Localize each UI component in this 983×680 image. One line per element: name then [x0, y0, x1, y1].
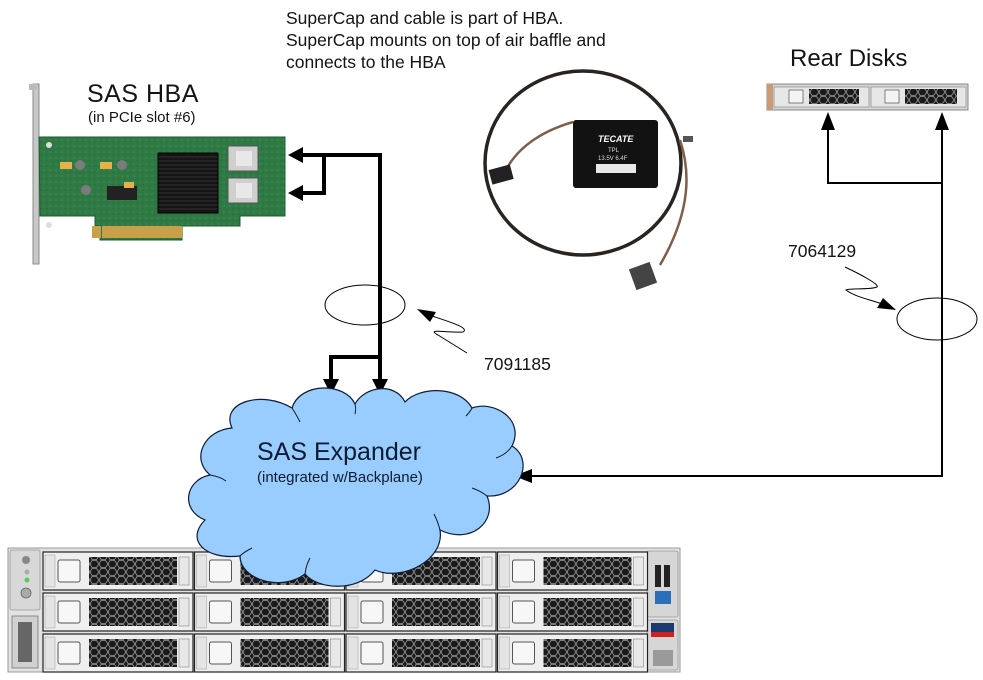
expander-title: SAS Expander — [257, 438, 421, 466]
hba-subtitle: (in PCIe slot #6) — [88, 109, 196, 126]
hba-title: SAS HBA — [87, 80, 199, 108]
arrow-to-rear-disk-1 — [821, 112, 835, 130]
drive-bay — [42, 633, 194, 673]
supercap-note-line-1: SuperCap and cable is part of HBA. — [286, 8, 564, 28]
cable-7064129-lines — [530, 122, 943, 477]
supercap-note-line-2: SuperCap mounts on top of air baffle and — [286, 30, 606, 50]
arrow-to-rear-disk-2 — [935, 112, 949, 130]
drive-bay — [193, 592, 346, 632]
drive-bay — [42, 592, 194, 632]
cable-part-number-7064129: 7064129 — [788, 241, 857, 261]
cloud-inner-arcs — [209, 403, 513, 575]
arrow-to-expander-2 — [372, 379, 388, 395]
rear-disk-slot — [870, 86, 967, 108]
drive-bay — [345, 633, 497, 673]
callout-7091185 — [417, 309, 468, 354]
expander-subtitle: (integrated w/Backplane) — [257, 469, 423, 486]
sas-expander-cloud — [188, 387, 524, 587]
drive-bay — [345, 592, 497, 632]
rear-disk-slot — [773, 86, 870, 108]
supercap-icon: TECATE TPL 13.5V 6.4F — [483, 69, 693, 291]
arrow-to-hba-port-2 — [288, 185, 303, 201]
hba-card-icon — [29, 83, 286, 265]
supercap-brand: TECATE — [598, 134, 634, 144]
drive-bay — [193, 633, 346, 673]
drive-bay — [496, 551, 649, 591]
supercap-rating: 13.5V 6.4F — [598, 156, 628, 162]
cable-part-number-7091185: 7091185 — [484, 354, 551, 374]
arrowheads-hba — [288, 147, 388, 395]
drive-bay — [496, 633, 649, 673]
arrowheads-rear — [514, 112, 949, 483]
usb-panel — [646, 550, 679, 618]
supercap-model: TPL — [608, 148, 620, 154]
cable-7091185-lines — [300, 153, 382, 382]
cable-7091185-marker — [324, 284, 406, 326]
arrow-to-expander-rear — [514, 469, 532, 483]
drive-bay — [42, 551, 194, 591]
arrow-to-expander-1 — [323, 379, 339, 395]
rear-disks-title: Rear Disks — [790, 45, 908, 72]
arrow-to-hba-port-1 — [288, 147, 303, 163]
callout-7064129 — [844, 266, 896, 310]
drive-bay — [496, 592, 649, 632]
rear-disks-icon — [766, 83, 969, 111]
supercap-note-line-3: connects to the HBA — [286, 52, 446, 72]
cable-7064129-marker — [896, 297, 978, 341]
